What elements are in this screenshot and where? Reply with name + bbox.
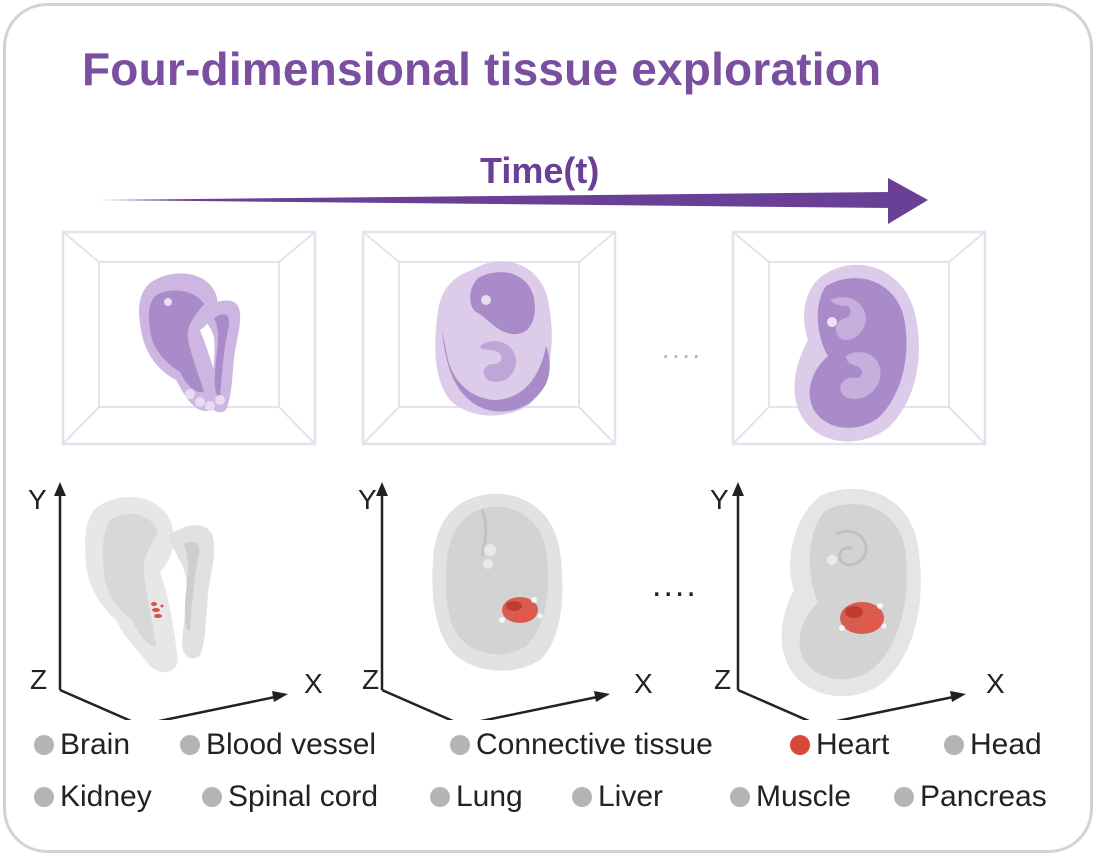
x-axis-label-2: X (634, 668, 653, 699)
legend-dot-kidney (34, 787, 54, 807)
time-arrow-shaft (98, 192, 890, 208)
x-axis-label-1: X (304, 668, 323, 699)
legend-dot-liver (572, 787, 592, 807)
time-label: Time(t) (480, 150, 600, 191)
stage-ellipsis-top: .... (662, 334, 703, 364)
legend-item-head: Head (944, 728, 1042, 762)
legend-label-head: Head (970, 728, 1042, 761)
legend-label-blood-vessel: Blood vessel (206, 728, 377, 761)
legend-label-lung: Lung (456, 780, 523, 813)
legend-dot-lung (430, 787, 450, 807)
legend-item-connective-tissue: Connective tissue (450, 728, 713, 762)
figure-title: Four-dimensional tissue exploration (82, 43, 882, 95)
time-arrow (98, 178, 928, 224)
legend-label-heart: Heart (816, 728, 890, 761)
legend-label-muscle: Muscle (756, 780, 852, 813)
stage3-heart (839, 602, 887, 634)
stage2-heart (499, 597, 543, 623)
legend-dot-muscle (730, 787, 750, 807)
morphology-row (61, 230, 987, 446)
stage2-embryo (435, 261, 552, 416)
y-axis-label-3: Y (710, 484, 729, 515)
legend-item-kidney: Kidney (34, 780, 152, 814)
legend-label-brain: Brain (60, 728, 131, 761)
legend-item-liver: Liver (572, 780, 663, 814)
stage1-embryo (139, 273, 241, 413)
legend-item-blood-vessel: Blood vessel (180, 728, 376, 762)
legend-label-pancreas: Pancreas (920, 780, 1047, 813)
legend-dot-pancreas (894, 787, 914, 807)
y-axis-label-2: Y (358, 484, 377, 515)
legend-dot-brain (34, 735, 54, 755)
legend-item-pancreas: Pancreas (894, 780, 1047, 814)
legend-label-kidney: Kidney (60, 780, 152, 813)
legend-item-heart: Heart (790, 728, 889, 762)
legend-label-connective-tissue: Connective tissue (476, 728, 713, 761)
legend-label-spinal-cord: Spinal cord (228, 780, 379, 813)
z-axis-label-1: Z (30, 664, 48, 695)
legend-item-lung: Lung (430, 780, 523, 814)
tissue-row (52, 480, 968, 720)
legend-dot-connective-tissue (450, 735, 470, 755)
stage1-axes (52, 480, 290, 720)
legend-dot-heart (790, 735, 810, 755)
figure-panel (3, 3, 1093, 853)
legend-item-muscle: Muscle (730, 780, 851, 814)
z-axis-label-3: Z (714, 664, 732, 695)
time-arrow-head (888, 178, 928, 224)
legend-item-spinal-cord: Spinal cord (202, 780, 378, 814)
stage2-tissue (432, 493, 563, 671)
z-axis-label-2: Z (362, 664, 380, 695)
legend-item-brain: Brain (34, 728, 130, 762)
legend-dot-head (944, 735, 964, 755)
stage1-tissue (85, 496, 215, 673)
legend-dot-spinal-cord (202, 787, 222, 807)
legend-label-liver: Liver (598, 780, 664, 813)
x-axis-label-3: X (986, 668, 1005, 699)
legend-dot-blood-vessel (180, 735, 200, 755)
stage1-heart-cell (152, 608, 160, 612)
y-axis-label-1: Y (28, 484, 47, 515)
legend-row-2: Kidney Spinal cord Lung Liver Muscle Pan… (34, 780, 1074, 820)
legend-row-1: Brain Blood vessel Connective tissue Hea… (34, 728, 1074, 768)
stage3-embryo (794, 264, 919, 442)
stage-ellipsis-bottom: .... (652, 566, 698, 604)
stage3-tissue (781, 488, 921, 697)
